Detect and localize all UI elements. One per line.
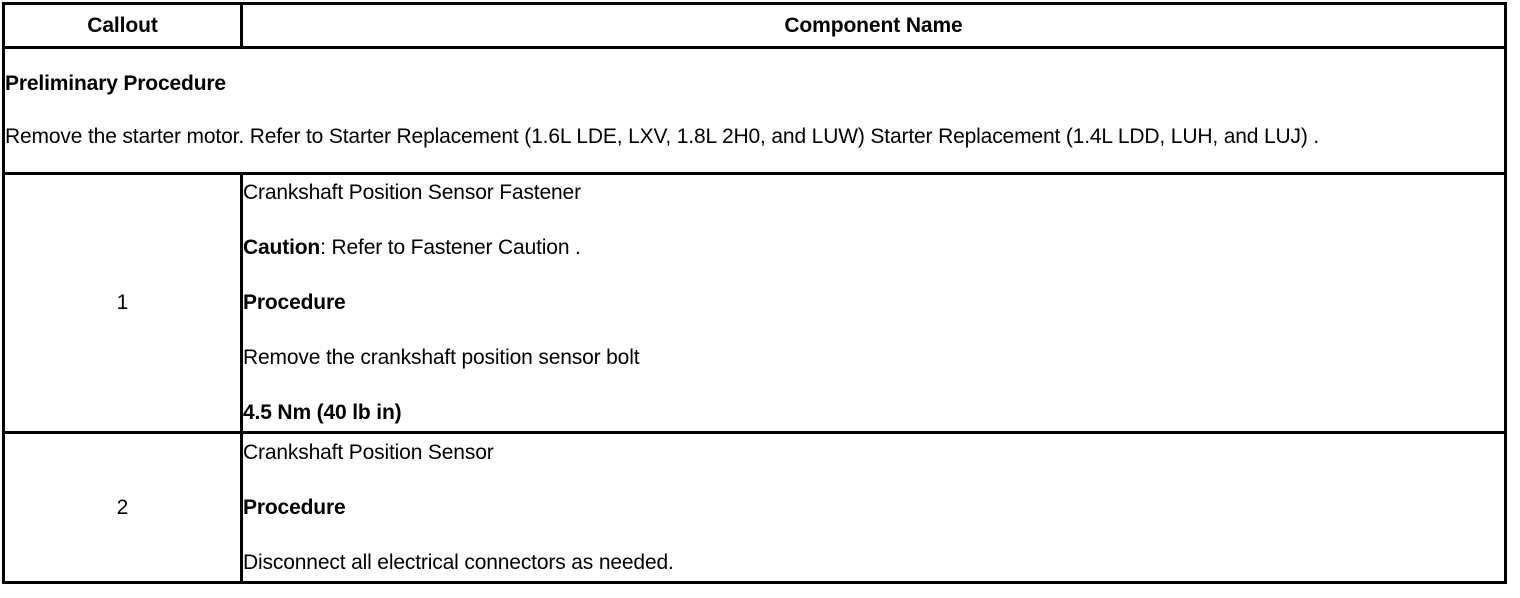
component-title-1: Crankshaft Position Sensor Fastener: [243, 181, 581, 204]
procedure-text-1: Remove the crankshaft position sensor bo…: [243, 346, 640, 369]
table-header: Callout Component Name: [2, 2, 1507, 49]
component-title-2: Crankshaft Position Sensor: [243, 440, 494, 464]
component-cell-1: Crankshaft Position Sensor Fastener Caut…: [240, 172, 1507, 434]
procedure-label-1: Procedure: [243, 291, 346, 314]
procedure-text-2: Disconnect all electrical connectors as …: [243, 550, 674, 574]
callout-number-1: 1: [2, 172, 243, 434]
caution-line-1: Caution: Refer to Fastener Caution .: [243, 235, 1504, 261]
torque-spec-1: 4.5 Nm (40 lb in): [243, 401, 402, 424]
preliminary-procedure-cell: Preliminary Procedure Remove the starter…: [2, 46, 1507, 175]
callout-number-2: 2: [2, 431, 243, 584]
column-header-component-name: Component Name: [240, 2, 1507, 49]
table-row: 2 Crankshaft Position Sensor Procedure D…: [2, 431, 1507, 584]
table-header-row: Callout Component Name: [2, 2, 1507, 49]
caution-text-1: : Refer to Fastener Caution .: [320, 236, 581, 259]
table-row: 1 Crankshaft Position Sensor Fastener Ca…: [2, 172, 1507, 434]
preliminary-procedure-body: Remove the starter motor. Refer to Start…: [5, 125, 1320, 148]
component-cell-2: Crankshaft Position Sensor Procedure Dis…: [240, 431, 1507, 584]
preliminary-procedure-title: Preliminary Procedure: [5, 72, 226, 95]
caution-label-1: Caution: [243, 236, 321, 259]
column-header-callout: Callout: [2, 2, 243, 49]
table-row-preliminary: Preliminary Procedure Remove the starter…: [2, 46, 1507, 175]
procedure-label-2: Procedure: [243, 495, 346, 519]
table-body: Preliminary Procedure Remove the starter…: [2, 46, 1507, 584]
service-procedure-table: Callout Component Name Preliminary Proce…: [2, 2, 1507, 584]
